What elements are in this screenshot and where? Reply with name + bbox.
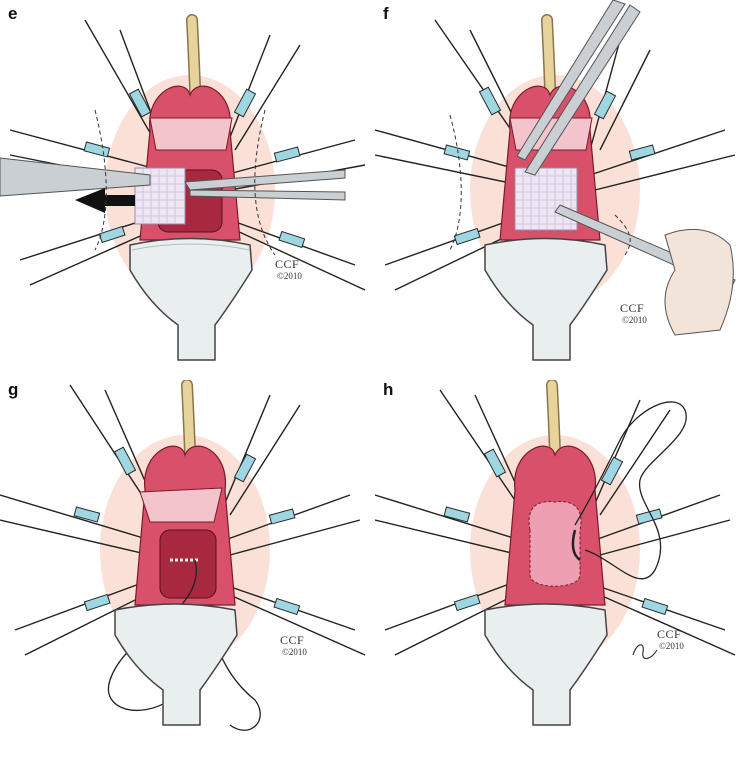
credit-label: CCF xyxy=(280,633,305,647)
credit-year: ©2010 xyxy=(622,315,647,325)
panel-label: e xyxy=(8,4,18,23)
credit-label: CCF xyxy=(657,627,682,641)
credit-year: ©2010 xyxy=(659,641,684,651)
forceps-instrument xyxy=(0,157,346,201)
retractor-tips xyxy=(443,86,656,246)
panel-f: f CCF ©2010 xyxy=(375,0,750,380)
panel-label: h xyxy=(383,380,394,399)
copyright-credit: CCF ©2010 xyxy=(620,300,647,325)
suture-thread xyxy=(574,401,687,580)
retractor-tips xyxy=(83,88,306,249)
tissue-flap xyxy=(149,117,233,151)
suture-needle xyxy=(571,529,581,562)
credit-label: CCF xyxy=(620,301,645,315)
scissors-instrument xyxy=(516,0,641,176)
retractor-wires xyxy=(9,19,366,291)
credit-label: CCF xyxy=(275,257,300,271)
speculum xyxy=(484,237,608,361)
retractor-wires xyxy=(375,389,736,656)
copyright-credit: CCF ©2010 xyxy=(275,256,302,281)
retractor-tips xyxy=(73,446,301,616)
panel-f-illustration xyxy=(375,0,736,361)
credit-year: ©2010 xyxy=(282,647,307,657)
speculum xyxy=(114,603,238,726)
speculum xyxy=(129,237,253,361)
direction-arrow xyxy=(75,188,135,213)
surgeon-hand xyxy=(664,228,734,336)
copyright-credit: CCF ©2010 xyxy=(280,632,307,657)
panel-g: g CCF ©2010 xyxy=(0,380,375,760)
closed-incision xyxy=(528,501,582,587)
panel-h: h CCF ©2010 xyxy=(375,380,750,760)
panel-label: g xyxy=(8,380,19,399)
panel-h-illustration xyxy=(375,380,736,726)
panel-g-illustration xyxy=(0,380,366,731)
panel-e: e CCF ©2010 xyxy=(0,0,375,380)
panel-label: f xyxy=(383,4,389,23)
retractor-tips xyxy=(443,448,669,616)
artist-signature xyxy=(632,644,658,660)
copyright-credit: CCF ©2010 xyxy=(657,626,684,651)
speculum xyxy=(484,603,608,726)
mesh-graft xyxy=(514,167,578,231)
panel-e-illustration xyxy=(0,14,366,361)
credit-year: ©2010 xyxy=(277,271,302,281)
